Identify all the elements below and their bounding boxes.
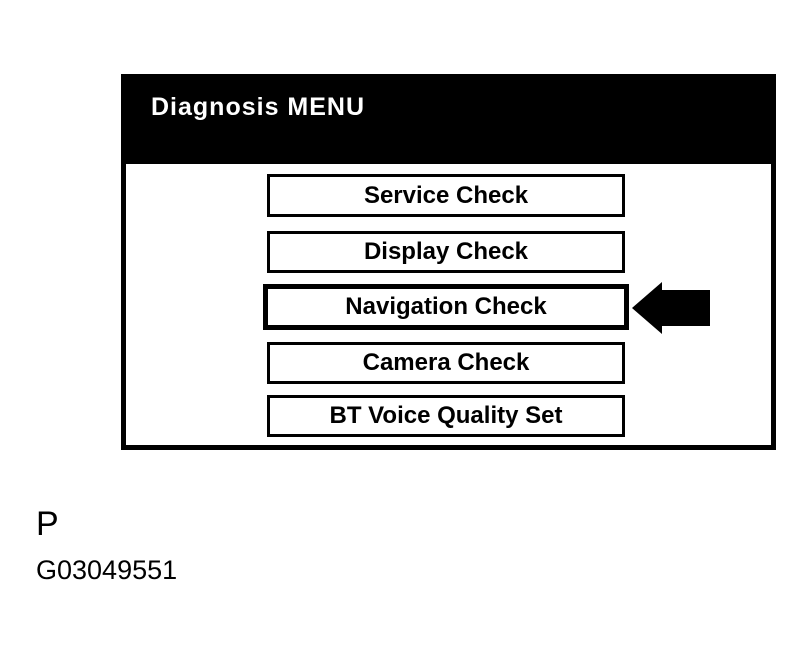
diagnosis-menu-screen: Diagnosis MENU Service Check Display Che… [121, 74, 776, 450]
screen-title: Diagnosis MENU [151, 93, 366, 121]
service-check-button[interactable]: Service Check [267, 174, 625, 217]
page-label: P [36, 505, 59, 543]
figure-id: G03049551 [36, 555, 178, 585]
camera-check-button[interactable]: Camera Check [267, 342, 625, 384]
navigation-check-button[interactable]: Navigation Check [263, 284, 629, 330]
bt-voice-quality-set-button[interactable]: BT Voice Quality Set [267, 395, 625, 437]
screen-header: Diagnosis MENU [126, 79, 771, 164]
arrow-left-icon [632, 282, 710, 334]
display-check-button[interactable]: Display Check [267, 231, 625, 273]
